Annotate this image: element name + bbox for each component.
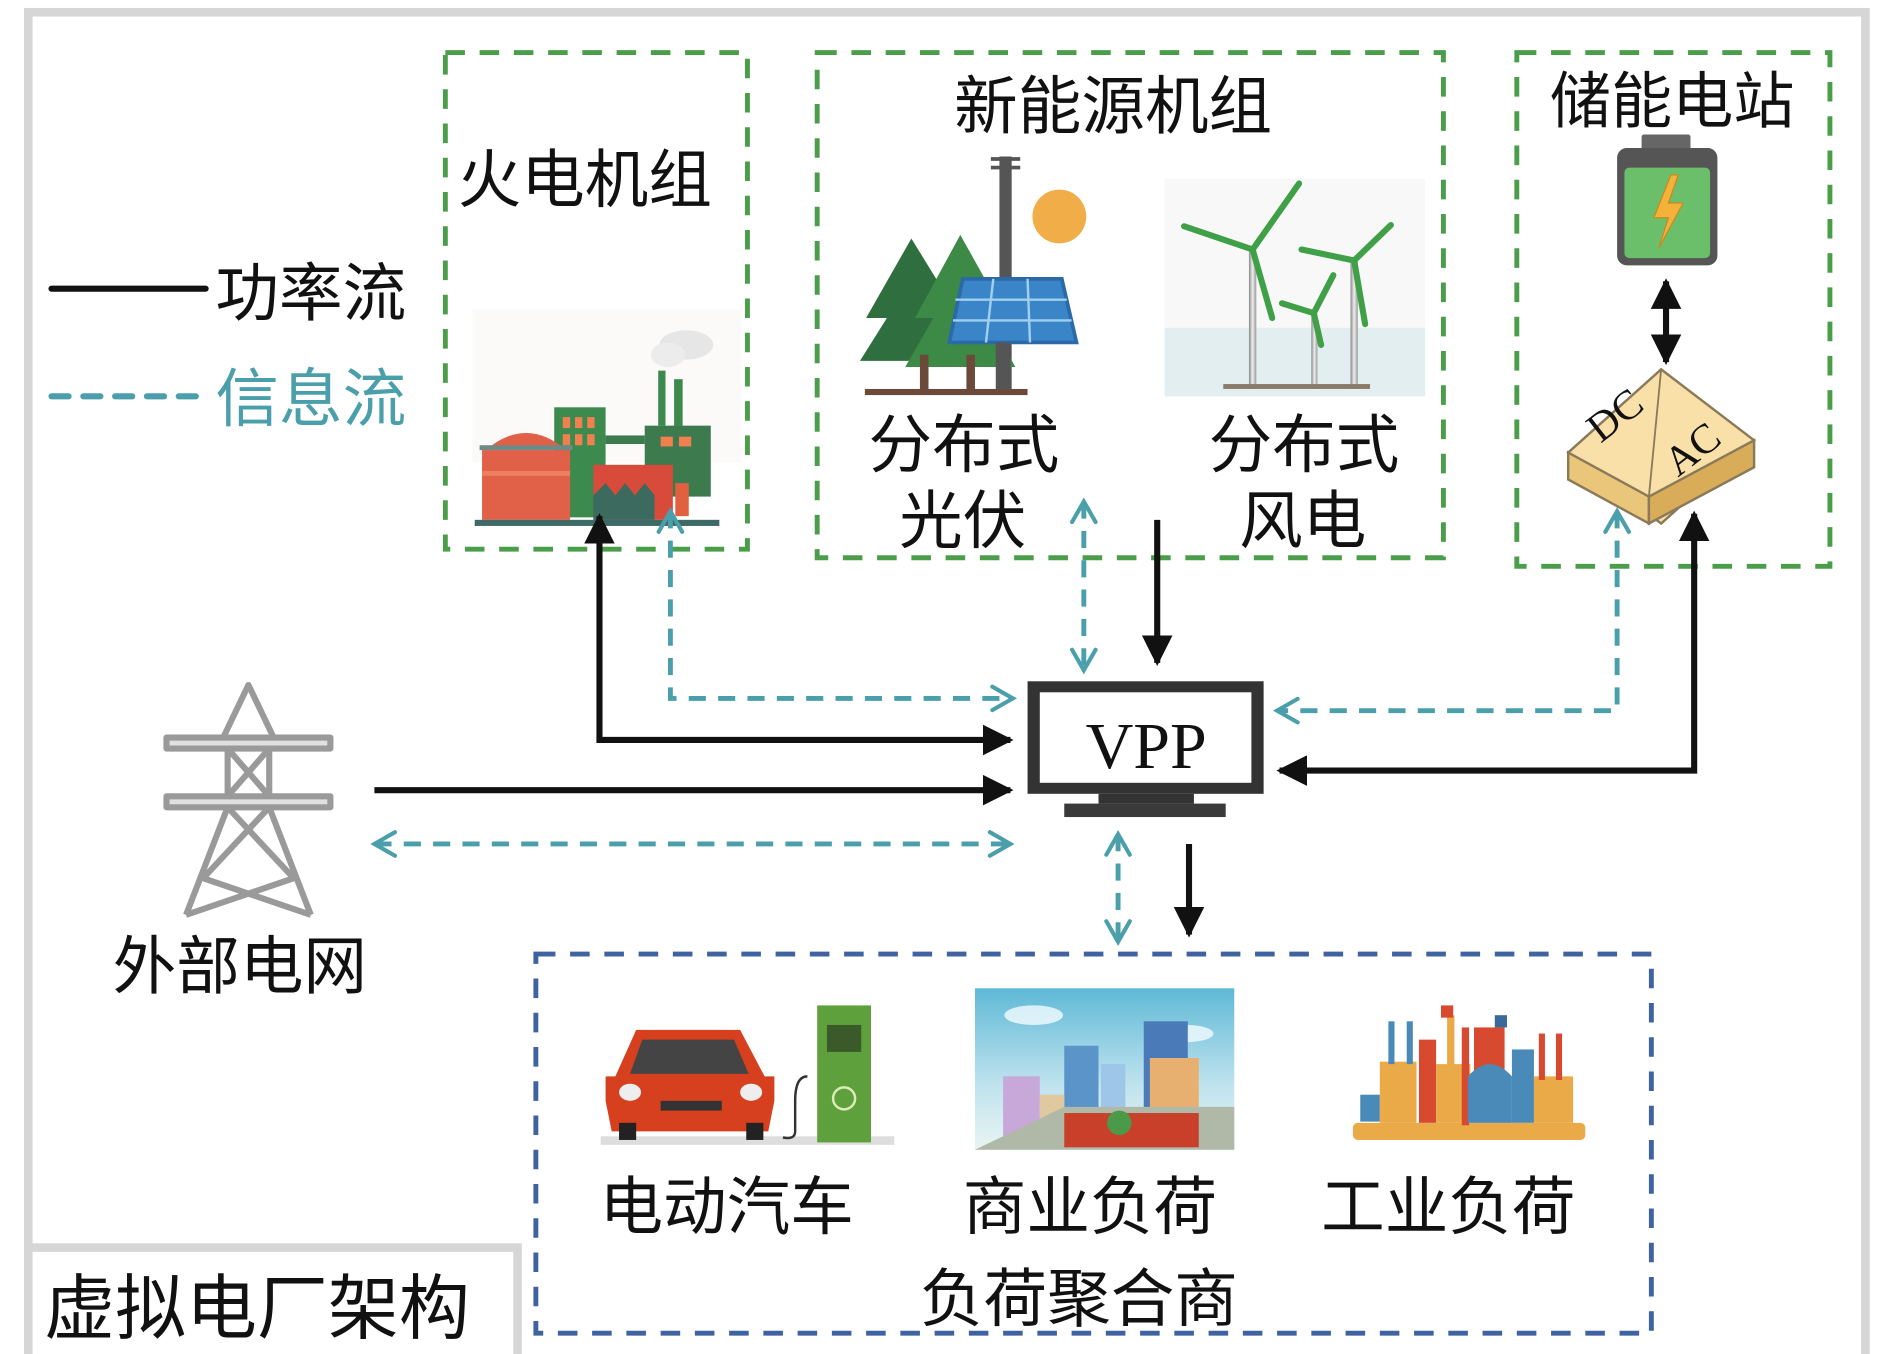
solar-label-line2: 光伏: [899, 484, 1026, 558]
thermal-group: 火电机组: [442, 50, 750, 552]
wind-label-line2: 风电: [1239, 484, 1366, 558]
solar-panel-icon: [859, 156, 1087, 396]
ev-charging-icon: [600, 1005, 895, 1145]
renewable-title: 新能源机组: [954, 69, 1272, 143]
info-storage-vpp: [1272, 507, 1631, 725]
storage-title: 储能电站: [1550, 66, 1795, 137]
diagram-title-box: 虚拟电厂架构: [23, 1243, 522, 1354]
industrial-factory-icon: [1352, 1005, 1586, 1140]
legend-info-label: 信息流: [215, 362, 406, 436]
info-thermal-vpp: [656, 507, 1018, 713]
power-flow-connections: [374, 510, 1710, 938]
external-grid-title: 外部电网: [113, 929, 367, 1003]
external-grid: 外部电网: [113, 681, 367, 1003]
legend-power-label: 功率流: [215, 257, 406, 331]
industrial-label: 工业负荷: [1321, 1170, 1575, 1244]
battery-icon: [1617, 134, 1718, 266]
thermal-power-plant-icon: [472, 309, 742, 526]
monitor-icon: [1027, 681, 1264, 818]
ev-label: 电动汽车: [599, 1170, 853, 1244]
vpp-label: VPP: [1086, 710, 1207, 783]
power-thermal-vpp: [584, 513, 1014, 756]
commercial-city-icon: [974, 988, 1235, 1150]
wind-label-line1: 分布式: [1209, 408, 1400, 482]
vpp-node: VPP: [1027, 681, 1264, 818]
solar-label-line1: 分布式: [869, 408, 1060, 482]
load-aggregator-title: 负荷聚合商: [920, 1262, 1238, 1336]
info-flow-connections: [370, 497, 1631, 946]
commercial-label: 商业负荷: [963, 1170, 1217, 1244]
storage-group: 储能电站 DC AC: [1514, 50, 1833, 569]
thermal-title: 火电机组: [458, 143, 712, 217]
legend: 功率流 信息流: [48, 257, 406, 436]
diagram-title: 虚拟电厂架构: [44, 1267, 470, 1350]
load-aggregator-group: 电动汽车 商业负荷: [533, 951, 1654, 1336]
wind-turbine-icon: [1164, 178, 1426, 397]
power-storage-vpp: [1276, 510, 1710, 786]
transmission-tower-icon: [163, 681, 334, 918]
outer-frame: [23, 7, 1870, 1354]
renewable-group: 新能源机组 分布式 光伏: [814, 50, 1446, 561]
